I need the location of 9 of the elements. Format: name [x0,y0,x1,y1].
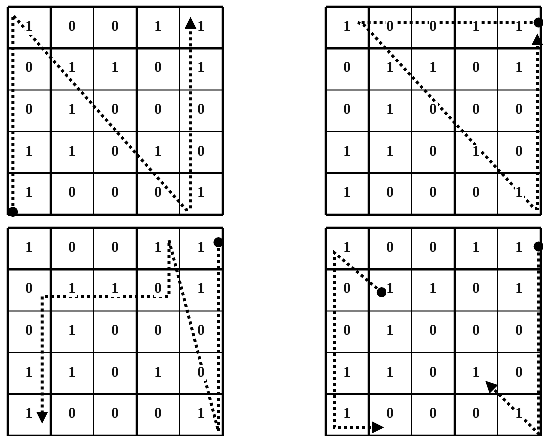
cell-value: 1 [514,407,524,422]
cell-value: 0 [196,366,206,381]
cell-value: 1 [68,61,77,76]
cell-value: 0 [154,282,163,298]
cell-value: 1 [68,282,77,298]
cell-value: 1 [514,186,524,202]
cell-value: 1 [110,282,120,298]
cell-value: 1 [24,20,34,35]
cell-value: 1 [386,282,395,298]
